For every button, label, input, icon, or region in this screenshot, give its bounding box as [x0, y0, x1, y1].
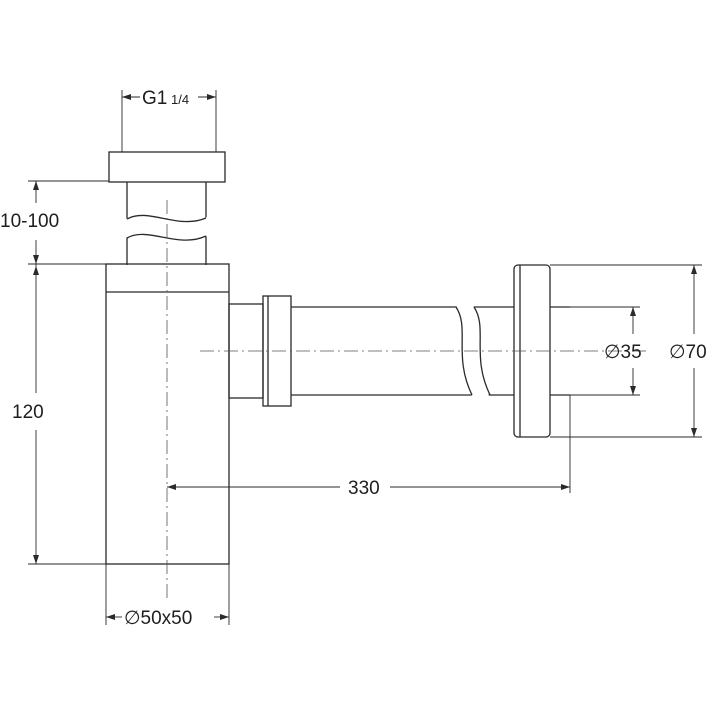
- body-size-label: ∅50x50: [124, 608, 192, 629]
- adjustable-height-dimension: 10-100: [0, 180, 109, 265]
- bottle-trap-part: [105, 151, 570, 565]
- outlet-length-label: 330: [348, 478, 380, 499]
- body-height-label: 120: [12, 402, 44, 423]
- bottle-body: [105, 263, 230, 565]
- stem-break-lower: [126, 233, 207, 241]
- pipe-diameter-dimension: ∅35: [570, 306, 642, 396]
- flange-diameter-label: ∅70: [669, 342, 707, 363]
- body-size-dimension: ∅50x50: [105, 564, 230, 629]
- adjustable-height-label: 10-100: [0, 211, 59, 232]
- thread-label: G1: [142, 88, 167, 109]
- flange-diameter-dimension: ∅70: [550, 264, 707, 438]
- thread-dimension: G1 1/4: [121, 88, 217, 152]
- pipe-diameter-label: ∅35: [604, 342, 642, 363]
- waste-stem: [126, 182, 207, 265]
- body-height-dimension: 120: [12, 264, 106, 565]
- pipe-break-right: [473, 306, 491, 396]
- pipe-break-left: [455, 306, 473, 396]
- stem-break-upper: [126, 214, 207, 223]
- outlet-length-dimension: 330: [167, 395, 571, 499]
- thread-fraction-label: 1/4: [171, 92, 189, 107]
- threaded-nut: [108, 151, 226, 183]
